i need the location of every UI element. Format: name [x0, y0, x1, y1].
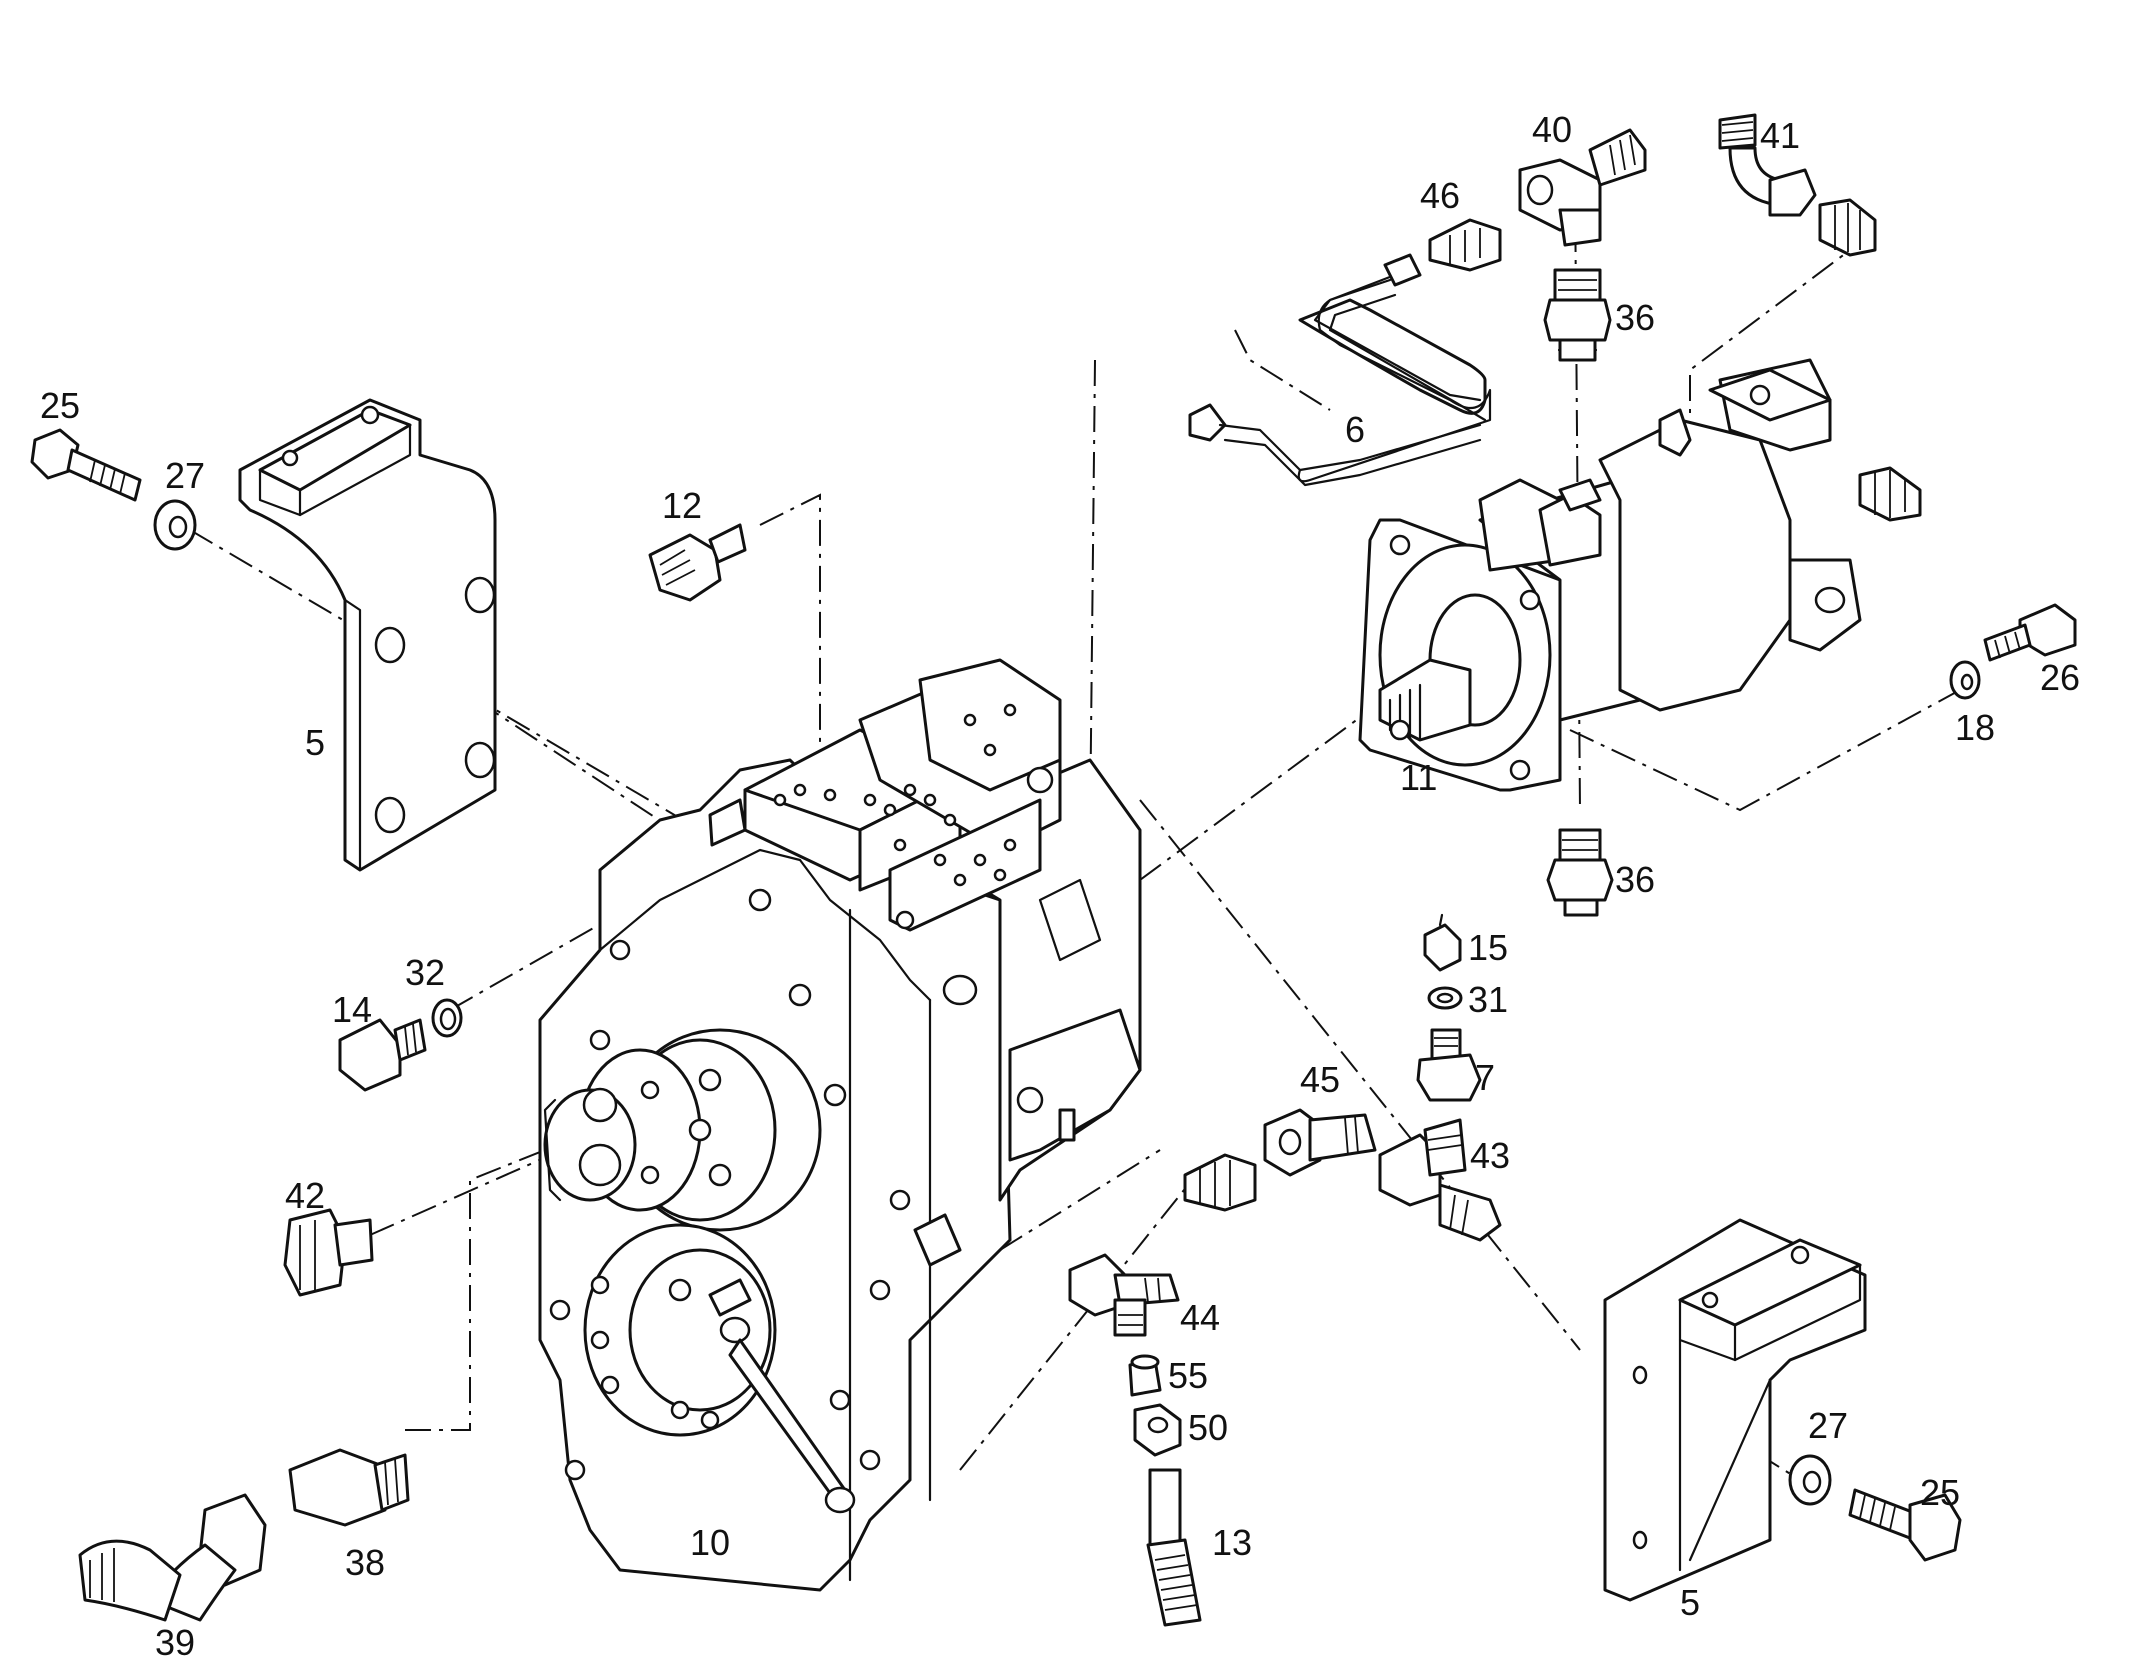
callout-10: 10	[690, 1522, 730, 1563]
callout-26: 26	[2040, 657, 2080, 698]
callout-25-top-left: 25	[40, 385, 80, 426]
callout-36-top: 36	[1615, 297, 1655, 338]
nipple-36-bottom	[1546, 828, 1614, 917]
fitting-15	[1423, 913, 1462, 972]
output-flange	[583, 1223, 856, 1514]
callout-55: 55	[1168, 1355, 1208, 1396]
input-coupling	[543, 1028, 822, 1232]
callout-43: 43	[1470, 1135, 1510, 1176]
fitting-46	[1428, 218, 1502, 272]
control-valve-block	[743, 658, 1062, 932]
callout-5-left: 5	[305, 722, 325, 763]
elbow-fitting-41	[1718, 113, 1817, 217]
filter-13	[1146, 1468, 1202, 1627]
callout-15: 15	[1468, 927, 1508, 968]
seal-31	[1427, 986, 1463, 1010]
pipe-6-upper-run	[1313, 278, 1487, 422]
washer-18	[1949, 660, 1981, 700]
callout-13: 13	[1212, 1522, 1252, 1563]
bracket-left	[238, 398, 497, 872]
callout-44: 44	[1180, 1297, 1220, 1338]
callout-39: 39	[155, 1622, 195, 1663]
callout-7: 7	[1475, 1057, 1495, 1098]
callout-27-top-left: 27	[165, 455, 205, 496]
callout-41: 41	[1760, 115, 1800, 156]
fitting-7	[1416, 1028, 1482, 1102]
elbow-45	[1263, 1108, 1377, 1177]
nut-50	[1133, 1403, 1182, 1457]
seal-32	[431, 998, 463, 1038]
tee-fitting-44	[1068, 1253, 1180, 1337]
callout-36-bottom: 36	[1615, 859, 1655, 900]
nipple-center	[1183, 1153, 1257, 1212]
bolt-25-right	[1848, 1488, 1962, 1562]
callout-25-right: 25	[1920, 1472, 1960, 1513]
callout-12: 12	[662, 485, 702, 526]
callout-31: 31	[1468, 979, 1508, 1020]
callout-40: 40	[1532, 109, 1572, 150]
hydraulic-pump	[1358, 358, 1862, 792]
callout-50: 50	[1188, 1407, 1228, 1448]
tee-fitting-43	[1378, 1118, 1502, 1242]
washer-27-right	[1788, 1454, 1832, 1506]
callout-labels: 25 27 5 12 6 46 40 41 36 11 26 18 36 15 …	[40, 109, 2080, 1663]
fitting-38	[288, 1448, 410, 1527]
nipple-36-top	[1543, 268, 1612, 362]
callout-14: 14	[332, 989, 372, 1030]
callout-32: 32	[405, 952, 445, 993]
tee-fitting-40	[1518, 128, 1647, 247]
fitting-42	[283, 1208, 374, 1297]
nipple-pump-side	[1858, 466, 1922, 522]
callout-42: 42	[285, 1175, 325, 1216]
callout-45: 45	[1300, 1059, 1340, 1100]
washer-27-left	[153, 499, 197, 551]
cap-55	[1128, 1354, 1162, 1397]
nipple-right-top	[1818, 198, 1877, 257]
fitting-12	[648, 523, 747, 602]
callout-38: 38	[345, 1542, 385, 1583]
callout-18: 18	[1955, 707, 1995, 748]
callout-5-right: 5	[1680, 1582, 1700, 1623]
callout-11: 11	[1400, 757, 1437, 798]
callout-46: 46	[1420, 175, 1460, 216]
housing-side-boss	[708, 798, 978, 1267]
bracket-right	[1603, 1218, 1867, 1602]
pipe-6	[1188, 253, 1492, 487]
callout-27-right: 27	[1808, 1405, 1848, 1446]
plug-14	[338, 1018, 427, 1092]
bolt-26	[1983, 603, 2077, 662]
bolt-25-left	[30, 428, 142, 502]
callout-6: 6	[1345, 409, 1365, 450]
elbow-39	[78, 1493, 267, 1622]
